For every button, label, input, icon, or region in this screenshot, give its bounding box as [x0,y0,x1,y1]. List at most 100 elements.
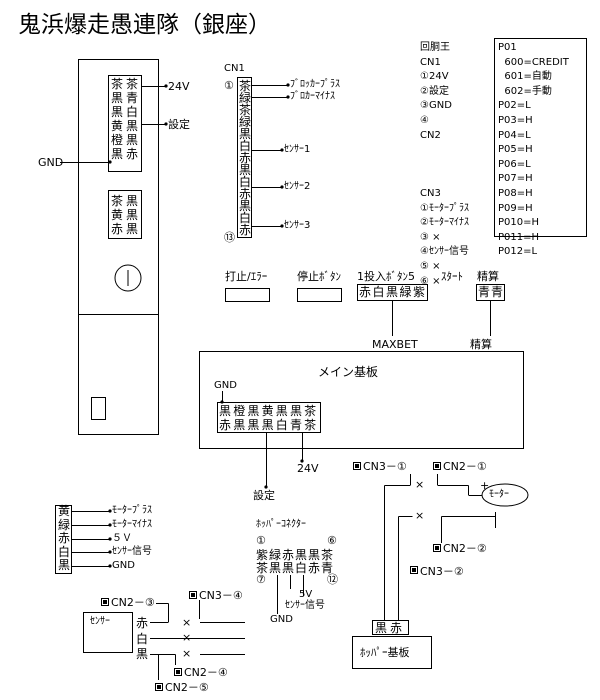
wire-color: 茶 [111,194,124,208]
cn1-label-blocker-plus: ﾌﾞﾛｯｶｰﾌﾟﾗｽ [290,79,340,90]
toinyu-wire: 赤 [359,285,372,299]
hopper-connector-wire: 黒 [282,561,295,575]
wire-color: 橙 [111,133,124,147]
motor-plus: + [480,479,490,492]
seisan-wire-colors: 青青 [478,285,504,299]
cn1-title: CN1 [224,63,245,74]
toinyu-wire: 黒 [386,285,399,299]
teishi-button-box [297,288,342,302]
toinyu-wire: 紫 [413,285,426,299]
motor-legend-color: 赤 [58,531,71,546]
motor-legend-label-2: ５Ｖ [112,533,132,544]
hopper-connector-wire: 黒 [295,548,308,562]
wire-color: 黒 [126,119,139,133]
cn1-wire: 白 [239,139,252,153]
hopper-sensor-signal: ｾﾝｻｰ信号 [285,600,325,611]
hopper-pin-7: ⑦ [256,573,266,586]
wire-color: 黒 [126,194,139,208]
wire-color: 青 [126,91,139,105]
hopper-5v: 5V [299,589,313,600]
hopper-connector-wire: 赤 [308,561,321,575]
main-board-row1: 黒橙黒黄黒黒茶 [219,404,318,418]
label-maxbet: MAXBET [372,338,418,351]
hopper-pin-6: ⑥ [327,534,337,547]
p-setting-line: P05=H [498,144,533,156]
p-setting-line: 602=手動 [498,85,552,97]
seisan-wire: 青 [478,285,491,299]
p-setting-line: P012=L [498,246,538,258]
cn1-wire: 赤 [239,187,252,201]
label-uchidome-error: 打止/ｴﾗｰ [225,270,268,283]
legend-line: ③ × [420,231,441,243]
label-24v-left: 24V [168,80,190,93]
left-board-mid-wires: 茶黒黄黒赤黒 [111,194,141,236]
wire-color: 赤 [111,222,124,236]
main-board-row2: 赤黒黒黒白青茶 [219,418,318,432]
legend-line: ②設定 [420,85,449,97]
main-board-wire: 黄 [261,404,274,418]
toinyu-wire: 白 [372,285,385,299]
legend-line: ④ [420,114,429,126]
main-board-wire: 茶 [304,418,317,432]
legend-line [420,172,469,187]
legend-line: CN2 [420,129,441,141]
motor-shape [481,483,529,507]
hopper-wire: 黒 [375,621,388,635]
p-setting-line: 601=自動 [498,71,552,83]
hopper-wire: 赤 [390,621,403,635]
wire-color: 黒 [111,147,124,161]
cn1-pin-first: ① [224,79,234,92]
hopper-pin-1: ① [256,534,266,547]
wire-color: 黒 [126,208,139,222]
p-setting-line: P09=H [498,202,533,214]
main-board-wire: 茶 [304,404,317,418]
sensor-wire-colors: 赤白黒 [136,616,148,663]
sensor-wire: 赤 [136,616,149,630]
hopper-connector-wire: 青 [321,561,334,575]
sensor-cross-3: × [182,647,192,660]
legend-line: ①ﾓｰﾀｰﾌﾟﾗｽ [420,202,469,214]
p-setting-line: P04=L [498,129,531,141]
cn1-wire-colors: 茶緑茶緑黒白赤黒白赤黒白赤 [239,80,251,236]
sensor-wire: 白 [136,631,149,646]
motor-legend-label-4: GND [112,560,135,571]
motor-legend-color: 黄 [58,504,71,518]
legend-line: CN3 [420,187,441,199]
legend-line: 回胴王 [420,42,450,53]
sensor-label: ｾﾝｻｰ [90,616,110,627]
sensor-wire: 黒 [136,647,149,661]
hopper-connector-wire: 黒 [308,548,321,562]
hopper-connector-wire: 緑 [269,548,282,562]
cn1-wire: 茶 [239,79,252,93]
main-board-wire: 黒 [247,418,260,432]
main-board-wire: 橙 [233,404,246,418]
hopper-gnd: GND [270,614,293,625]
sensor-cross-1: × [182,616,192,629]
p-setting-line: P010=H [498,217,540,229]
legend-line: ④ｾﾝｻｰ信号 [420,246,469,258]
cross-mark-1: × [415,478,425,491]
toinyu-wire: 緑 [399,285,412,299]
cn1-wire: 茶 [239,103,252,117]
hopper-connector-title: ﾎｯﾊﾟｰｺﾈｸﾀｰ [256,519,306,530]
main-board-title: メイン基板 [318,365,379,379]
label-cn3-4: CN3－④ [199,589,243,602]
main-board-wire: 青 [289,418,302,432]
hopper-connector-wire: 茶 [256,561,269,575]
cn1-label-sensor3: ｾﾝｻｰ3 [284,220,311,231]
motor-legend-colors: 黄緑赤白黒 [58,504,71,573]
motor-legend-color: 黒 [58,558,71,573]
hopper-board-wires: 黒赤 [375,621,405,635]
legend-line: CN1 [420,56,441,68]
motor-legend-label-0: ﾓｰﾀｰﾌﾟﾗｽ [112,505,152,516]
main-board-wire: 黒 [275,404,288,418]
main-board-outline [199,351,524,449]
label-settei-left: 設定 [168,118,190,131]
p-setting-line: P03=H [498,114,533,126]
main-board-wire: 白 [275,418,288,432]
motor-label: ﾓｰﾀｰ [489,489,509,500]
toinyu-wire-colors: 赤白黒緑紫 [359,285,427,299]
